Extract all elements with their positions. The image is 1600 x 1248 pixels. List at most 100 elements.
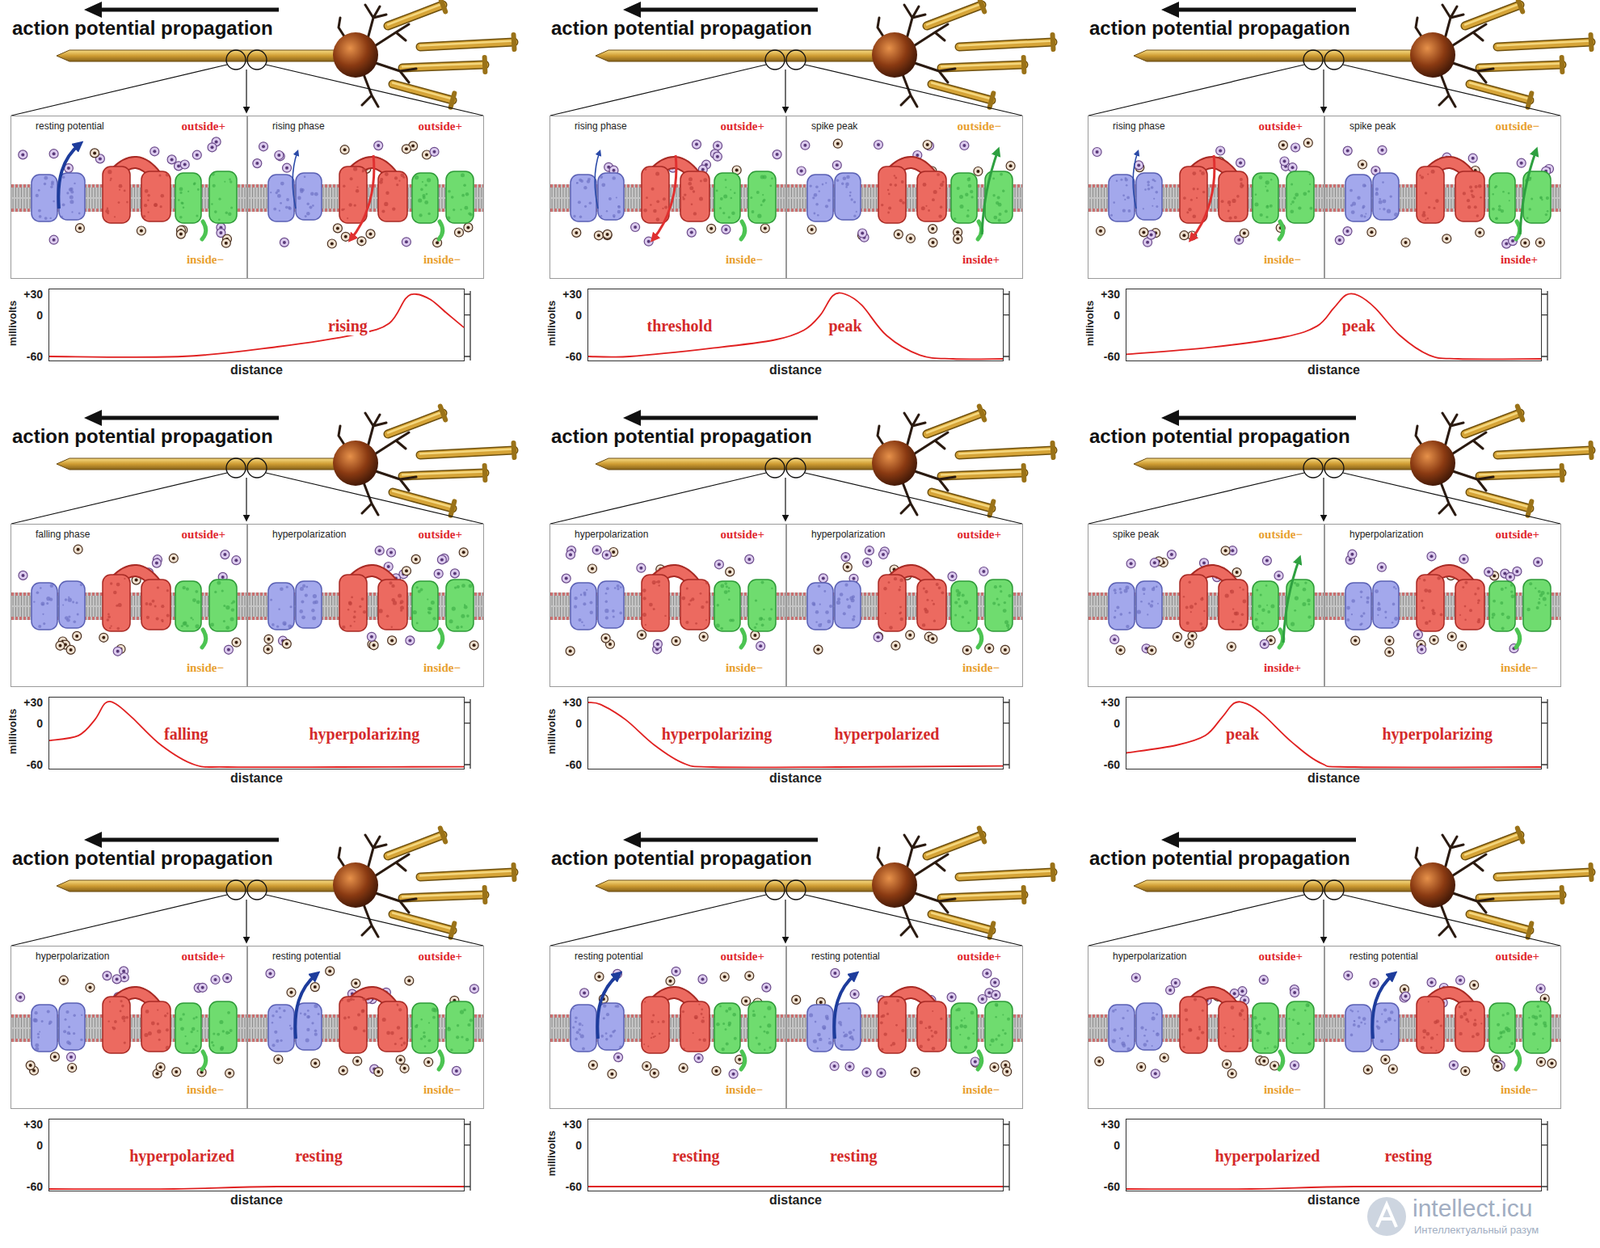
axis-title: millivolts	[6, 708, 19, 754]
protein-texture	[961, 615, 965, 619]
protein-texture	[601, 182, 606, 187]
protein-texture	[1190, 610, 1192, 613]
sodium-ion	[686, 227, 696, 237]
protein-texture	[454, 586, 457, 590]
leader-line	[245, 69, 247, 111]
channel-lobe	[1218, 579, 1248, 630]
ion-core	[390, 638, 394, 642]
protein-texture	[997, 218, 1002, 223]
ion-core	[277, 153, 281, 157]
protein-texture	[1267, 610, 1271, 614]
protein-texture	[1351, 210, 1356, 215]
protein-texture	[855, 210, 858, 213]
ion-core	[930, 636, 935, 640]
protein-texture	[1203, 610, 1205, 612]
protein-texture	[166, 614, 170, 618]
protein-texture	[1143, 593, 1146, 595]
protein-texture	[314, 600, 319, 605]
protein-texture	[450, 195, 455, 199]
channel-lobe	[1455, 171, 1485, 222]
potassium-ion	[842, 562, 852, 572]
protein-texture	[1270, 604, 1275, 609]
protein-texture	[1504, 586, 1507, 589]
sodium-ion	[947, 572, 957, 582]
protein-texture	[953, 217, 956, 220]
protein-texture	[1229, 589, 1234, 594]
protein-texture	[761, 581, 765, 585]
protein-texture	[1151, 205, 1154, 207]
electrode-highlight	[1465, 4, 1520, 26]
protein-texture	[116, 582, 121, 587]
channel-lobe	[175, 172, 202, 224]
electrode-head	[450, 501, 455, 515]
protein-texture	[992, 177, 995, 181]
protein-texture	[1536, 606, 1540, 610]
protein-texture	[1242, 599, 1247, 604]
protein-texture	[1301, 602, 1306, 607]
sodium-ion	[274, 151, 284, 160]
ion-core	[453, 571, 457, 575]
protein-texture	[1002, 608, 1007, 613]
ion-core	[844, 555, 848, 559]
channel-lobe	[680, 171, 710, 222]
sodium-ion	[636, 563, 646, 573]
ion-core	[235, 640, 239, 645]
protein-texture	[424, 183, 427, 186]
outside-charge: outside−	[1258, 526, 1303, 542]
protein-texture	[1309, 183, 1311, 186]
sodium-ion	[259, 142, 269, 152]
channel-lobe	[597, 581, 624, 628]
protein-texture	[218, 218, 221, 222]
protein-texture	[1290, 210, 1295, 215]
protein-texture	[1366, 600, 1370, 604]
sodium-ion	[197, 982, 207, 992]
channel-lobe	[339, 166, 367, 224]
sodium-ion	[714, 560, 724, 569]
ion-core	[955, 237, 960, 241]
leader-line	[804, 64, 1023, 116]
ion-core	[590, 567, 594, 571]
protein-texture	[63, 1029, 67, 1033]
protein-texture	[605, 600, 608, 603]
ion-core	[440, 557, 444, 561]
ion-flow-arrow	[652, 155, 677, 240]
electrode-body	[1465, 412, 1520, 434]
protein-texture	[842, 176, 847, 182]
protein-texture	[888, 206, 892, 211]
protein-texture	[954, 600, 958, 604]
protein-texture	[303, 176, 307, 179]
protein-texture	[400, 602, 403, 605]
ion-core	[472, 643, 476, 647]
protein-texture	[117, 201, 121, 204]
protein-texture	[1120, 612, 1124, 616]
protein-texture	[1234, 611, 1239, 616]
protein-texture	[1261, 608, 1265, 612]
potassium-ion	[136, 226, 146, 236]
outside-charge: outside+	[1495, 526, 1540, 542]
protein-texture	[67, 1031, 71, 1035]
ion-core	[462, 550, 466, 554]
ion-core	[1136, 163, 1141, 167]
electrode-head	[440, 0, 446, 12]
sodium-ion	[721, 224, 731, 234]
electrode-highlight	[1479, 471, 1563, 476]
sodium-ion	[252, 159, 262, 169]
protein-texture	[997, 603, 1000, 607]
voltage-graph: +300-60peakhyperpolarizingdistance	[1125, 696, 1542, 770]
protein-texture	[1510, 583, 1514, 587]
voltage-curve-plot	[49, 289, 464, 361]
protein-texture	[999, 589, 1003, 593]
protein-texture	[164, 1014, 168, 1018]
electrode-highlight	[1465, 412, 1520, 434]
potassium-ion	[1096, 226, 1106, 236]
protein-texture	[225, 605, 230, 610]
protein-texture	[1261, 622, 1264, 625]
channel-lobe	[1489, 581, 1516, 632]
protein-texture	[346, 217, 349, 219]
protein-texture	[692, 189, 695, 193]
protein-texture	[1462, 191, 1466, 195]
protein-texture	[999, 172, 1003, 177]
protein-texture	[1364, 215, 1367, 219]
protein-texture	[60, 215, 64, 219]
electrode-head	[450, 922, 455, 937]
